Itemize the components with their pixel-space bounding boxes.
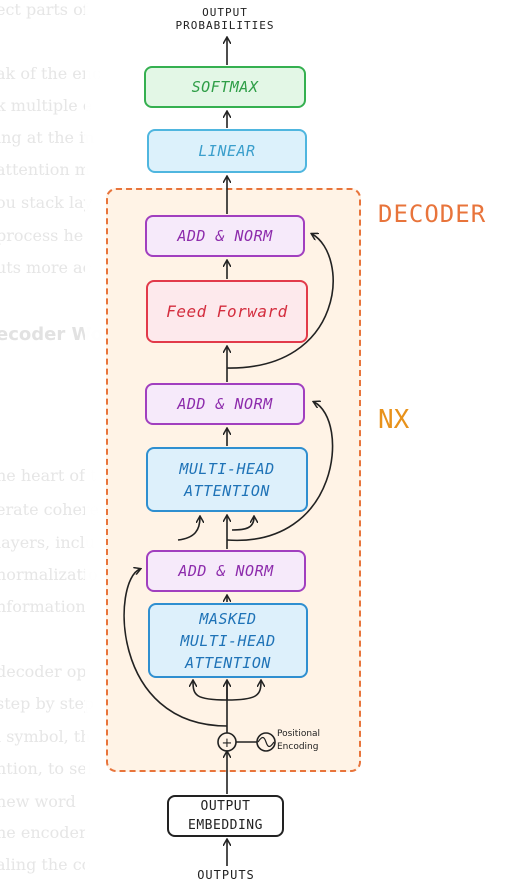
add-norm-block-top: ADD & NORM [145,215,305,257]
residual-to-add-norm-1 [123,569,228,727]
masked-multi-head-attention-block: MASKED MULTI-HEAD ATTENTION [148,603,308,678]
plus-symbol: + [222,736,233,751]
sine-circle [256,732,276,752]
multi-head-attention-block: MULTI-HEAD ATTENTION [146,447,308,512]
add-norm-block-bottom: ADD & NORM [146,550,306,592]
linear-block: LINEAR [147,129,307,173]
feed-forward-block: Feed Forward [146,280,308,343]
add-norm-block-middle: ADD & NORM [145,383,305,425]
sine-icon [257,736,275,748]
output-embedding-block: OUTPUT EMBEDDING [167,795,284,837]
softmax-block: SOFTMAX [144,66,306,108]
arrow-to-masked-left [193,681,228,701]
residual-to-add-norm-2 [226,402,334,541]
positional-encoding-label: Positional Encoding [277,729,321,752]
nx-label: NX [378,405,410,435]
decoder-title: DECODER [378,200,487,228]
outputs-label: OUTPUTS [197,868,255,882]
output-probabilities-label: OUTPUT PROBABILITIES [175,6,275,32]
arrow-to-masked-right [226,681,261,701]
residual-to-add-norm-3 [226,234,334,369]
arrow-to-mha-right [231,517,254,531]
arrow-encoder-input-left [177,517,200,541]
